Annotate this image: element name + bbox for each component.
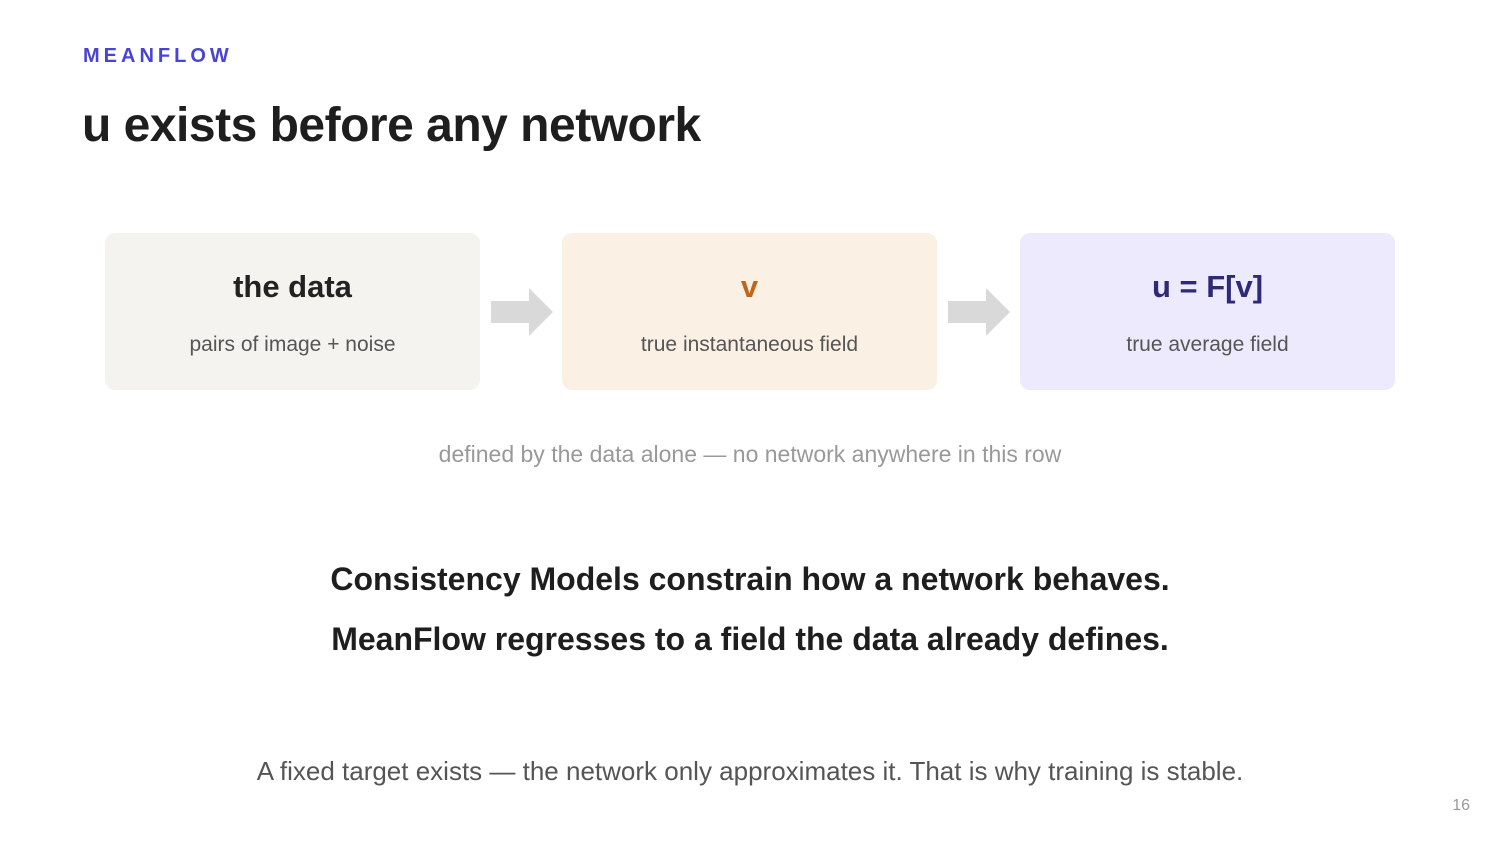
flow-box-v: v true instantaneous field (562, 233, 937, 390)
flow-caption: defined by the data alone — no network a… (438, 441, 1062, 467)
flow-box-data: the data pairs of image + noise (105, 233, 480, 390)
section-eyebrow: MEANFLOW (83, 45, 233, 67)
page-title: u exists before any network (82, 99, 701, 152)
flow-box-u: u = F[v] true average field (1020, 233, 1395, 390)
flow-box-subtitle: true instantaneous field (640, 333, 859, 356)
flow-box-title: u = F[v] (1151, 269, 1264, 304)
arrow-right-icon (491, 288, 553, 336)
key-statement: MeanFlow regresses to a field the data a… (331, 621, 1169, 657)
arrow-right-icon (948, 288, 1010, 336)
footnote: A fixed target exists — the network only… (256, 756, 1244, 786)
key-statement: Consistency Models constrain how a netwo… (330, 561, 1170, 597)
page-number: 16 (1452, 797, 1470, 814)
flow-diagram: the data pairs of image + noise v true i… (105, 233, 1395, 390)
flow-box-title: v (740, 269, 759, 304)
flow-box-subtitle: true average field (1126, 333, 1289, 356)
flow-box-title: the data (233, 269, 352, 304)
flow-box-subtitle: pairs of image + noise (189, 333, 396, 356)
